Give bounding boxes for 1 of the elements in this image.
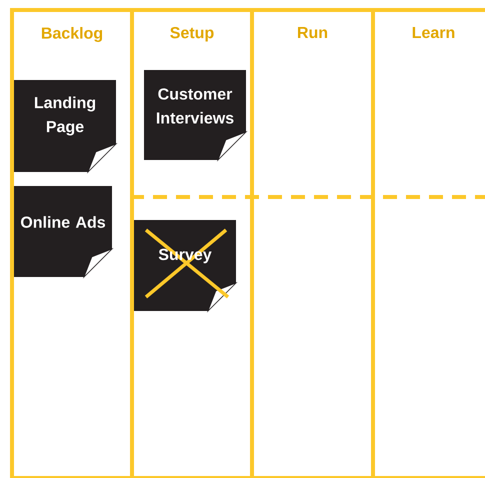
board-column: Run	[250, 8, 375, 478]
